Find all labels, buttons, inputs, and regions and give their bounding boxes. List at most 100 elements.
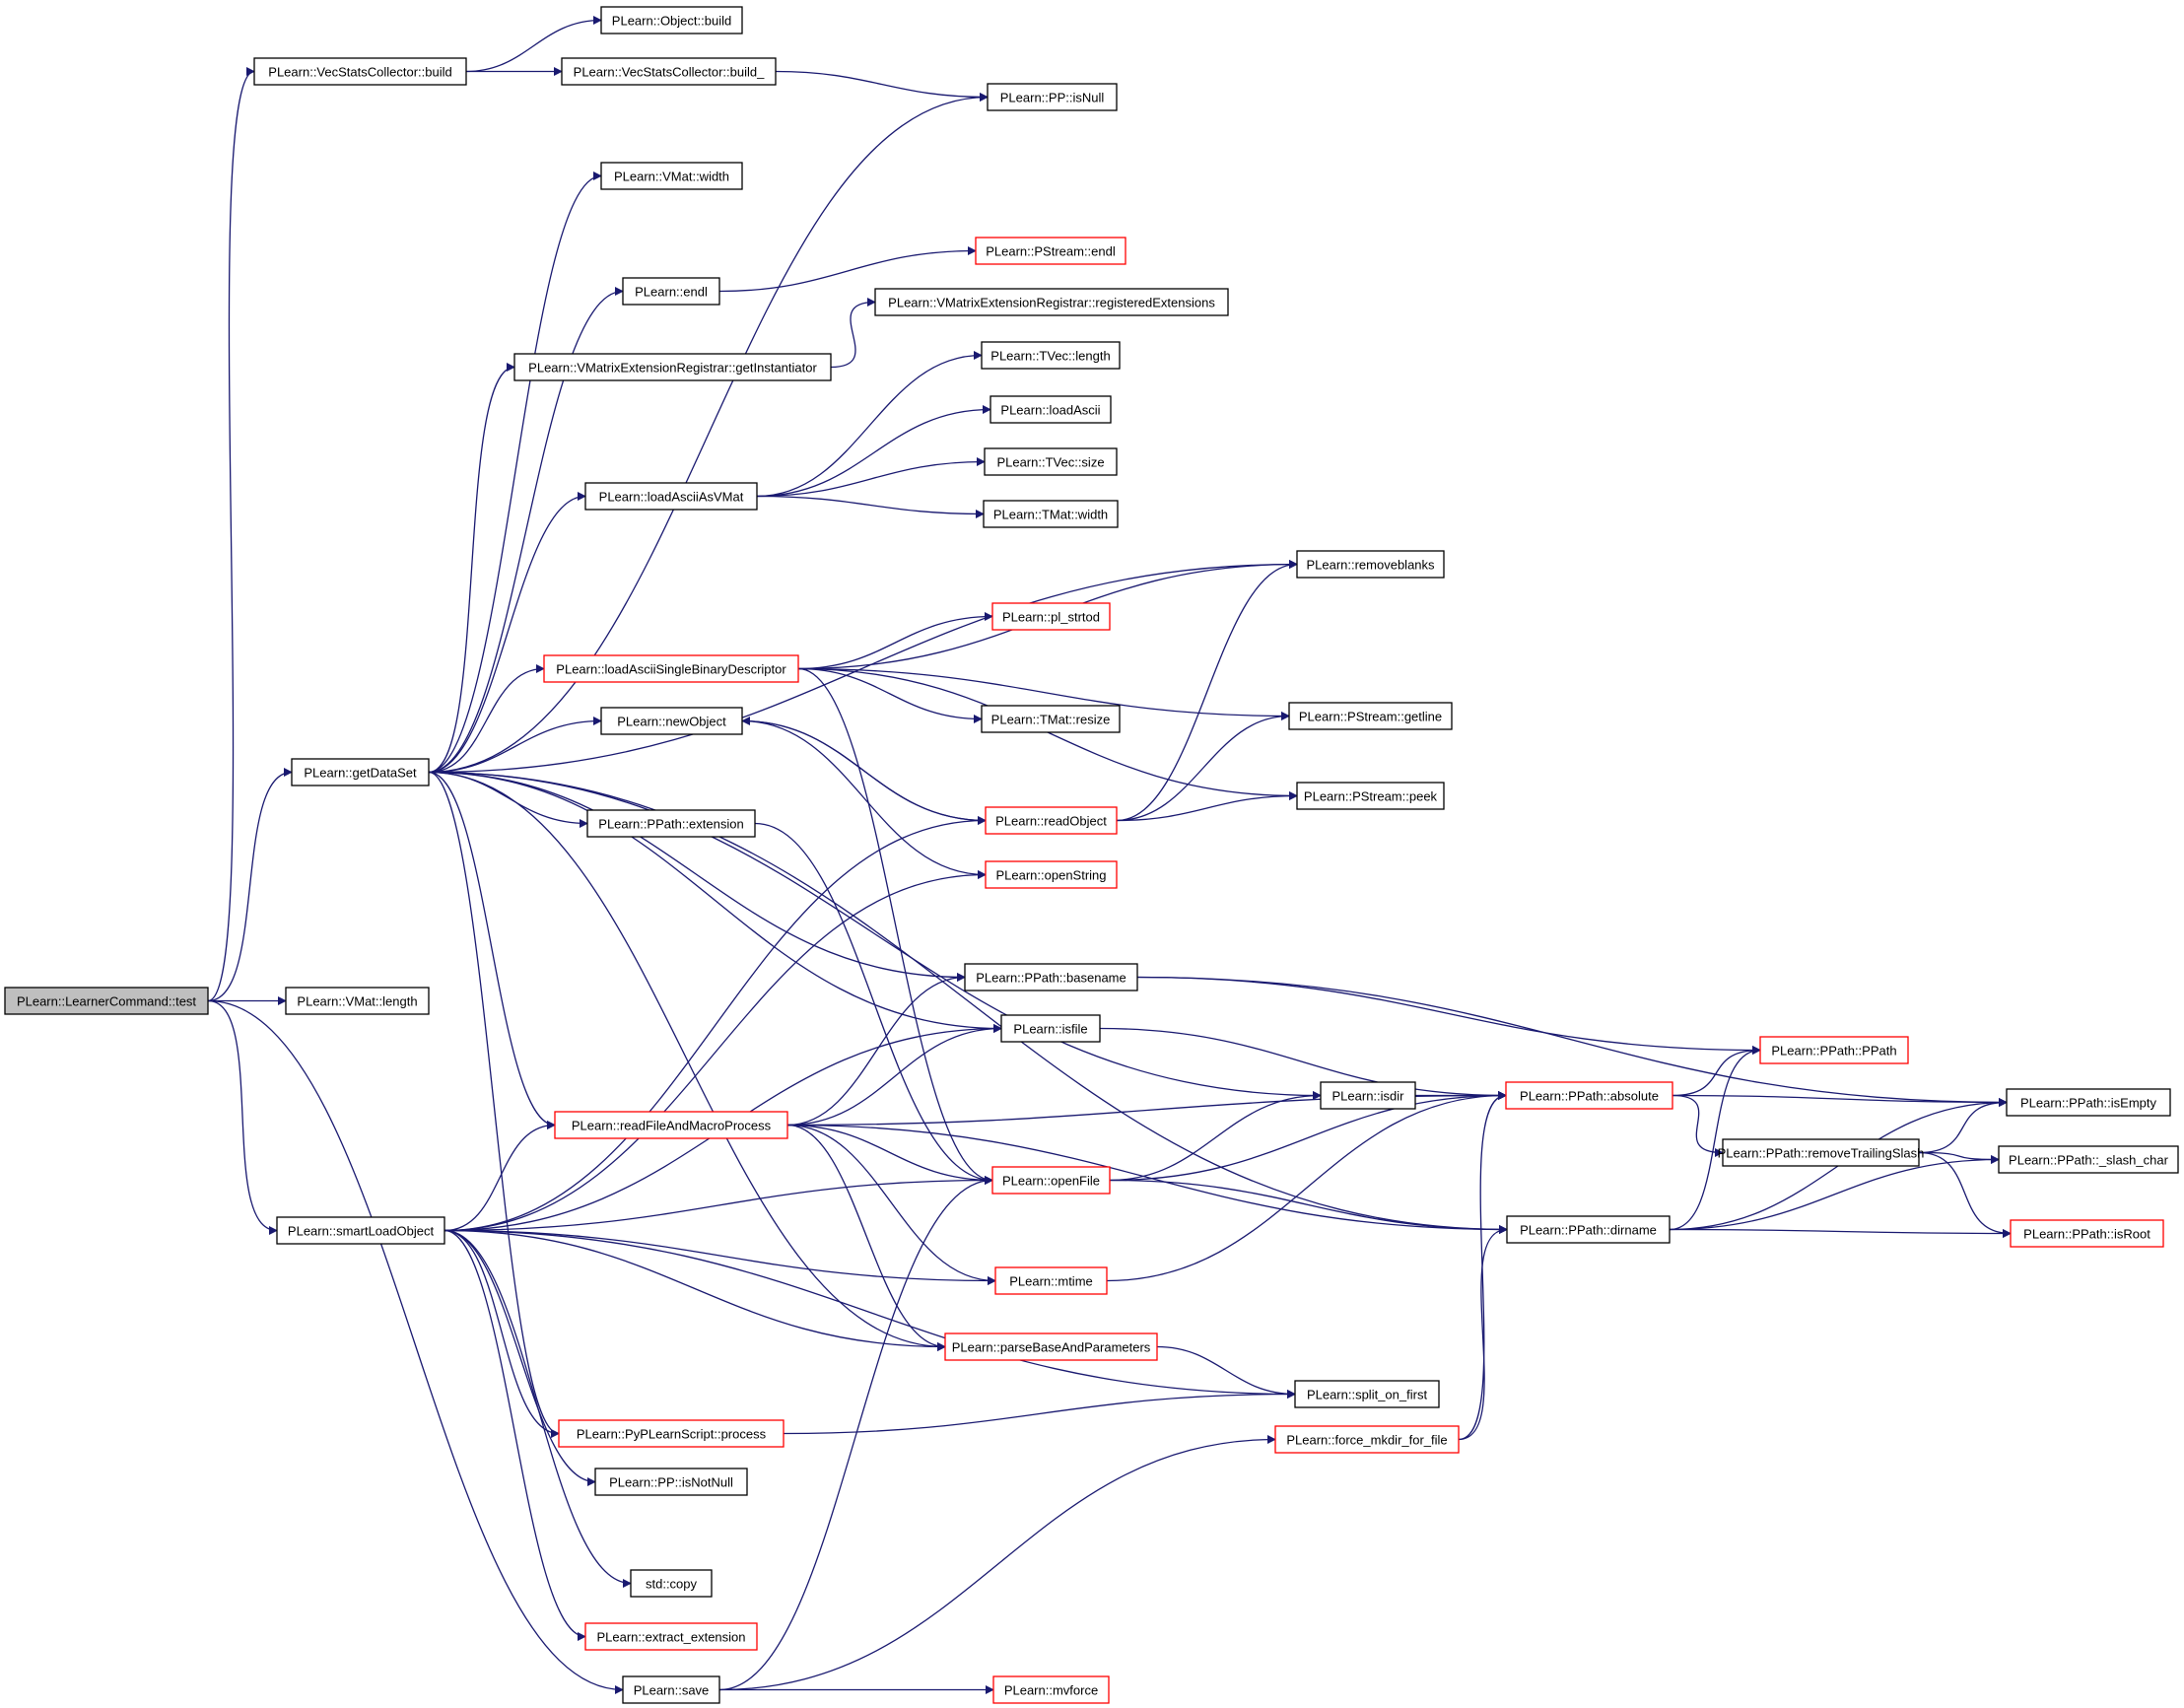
function-node-n49[interactable]: PLearn::mvforce	[992, 1675, 1110, 1704]
function-node-n16[interactable]: PLearn::loadAsciiAsVMat	[584, 482, 758, 511]
edge	[428, 492, 586, 774]
function-node-n7[interactable]: PLearn::VecStatsCollector::build_	[561, 57, 777, 86]
function-node-n47[interactable]: std::copy	[630, 1569, 713, 1598]
function-node-n5[interactable]: PLearn::save	[622, 1675, 720, 1704]
call-edge-n2-to-n45	[428, 771, 560, 1438]
function-node-n39[interactable]: PLearn::PPath::dirname	[1506, 1215, 1671, 1244]
function-node-n13[interactable]: PLearn::VMatrixExtensionRegistrar::getIn…	[513, 353, 832, 381]
function-node-n2[interactable]: PLearn::getDataSet	[291, 758, 430, 786]
function-node-n35[interactable]: PLearn::PPath::absolute	[1505, 1081, 1673, 1110]
node-label: PLearn::TVec::size	[996, 455, 1104, 470]
node-label: PLearn::readFileAndMacroProcess	[572, 1119, 772, 1133]
call-edge-n0-to-n2	[207, 768, 293, 1002]
function-node-n18[interactable]: PLearn::TMat::width	[983, 500, 1119, 528]
node-box	[983, 500, 1119, 528]
function-node-n20[interactable]: PLearn::pl_strtod	[991, 602, 1111, 631]
function-node-n25[interactable]: PLearn::PStream::peek	[1296, 782, 1445, 810]
edge	[428, 287, 624, 774]
function-node-n27[interactable]: PLearn::PPath::extension	[586, 809, 756, 838]
call-edge-n2-to-n13	[428, 363, 515, 774]
function-node-n0[interactable]: PLearn::LearnerCommand::test	[4, 987, 209, 1015]
call-edge-n27-to-n38	[754, 822, 993, 1185]
function-node-n10[interactable]: PLearn::endl	[622, 277, 720, 306]
function-node-n40[interactable]: PLearn::PPath::isRoot	[2010, 1219, 2164, 1248]
function-node-n14[interactable]: PLearn::TVec::length	[981, 341, 1121, 370]
node-box	[561, 57, 777, 86]
function-node-n31[interactable]: PLearn::PPath::PPath	[1759, 1036, 1909, 1064]
function-node-n38[interactable]: PLearn::openFile	[991, 1166, 1111, 1195]
call-edge-n2-to-n19	[428, 560, 1298, 774]
function-node-n45[interactable]: PLearn::PyPLearnScript::process	[558, 1419, 785, 1448]
function-node-n44[interactable]: PLearn::force_mkdir_for_file	[1274, 1425, 1460, 1454]
node-box	[513, 353, 832, 381]
node-label: PLearn::split_on_first	[1307, 1388, 1428, 1402]
function-node-n11[interactable]: PLearn::PStream::endl	[975, 237, 1126, 265]
node-box	[991, 1166, 1111, 1195]
edge	[444, 1176, 993, 1232]
call-edge-n26-to-n19	[1116, 560, 1298, 822]
function-node-n8[interactable]: PLearn::PP::isNull	[987, 83, 1118, 111]
call-edge-n16-to-n18	[756, 495, 985, 518]
call-edge-n33-to-n38	[786, 1124, 993, 1185]
function-node-n34[interactable]: PLearn::isdir	[1320, 1081, 1416, 1110]
function-node-n33[interactable]: PLearn::readFileAndMacroProcess	[554, 1111, 788, 1139]
function-node-n48[interactable]: PLearn::extract_extension	[584, 1622, 758, 1651]
node-box	[985, 860, 1118, 889]
function-node-n24[interactable]: PLearn::newObject	[600, 707, 743, 735]
call-edge-n2-to-n39	[428, 771, 1508, 1234]
function-node-n42[interactable]: PLearn::parseBaseAndParameters	[944, 1332, 1158, 1361]
edge	[756, 495, 985, 518]
node-box	[594, 1468, 748, 1496]
function-node-n15[interactable]: PLearn::loadAscii	[990, 395, 1112, 424]
function-node-n32[interactable]: PLearn::PPath::isEmpty	[2006, 1088, 2171, 1117]
node-label: PLearn::newObject	[617, 715, 726, 729]
node-box	[1722, 1138, 1920, 1167]
node-label: PLearn::extract_extension	[596, 1630, 745, 1645]
edge	[1669, 1046, 1761, 1231]
edge	[718, 246, 977, 293]
edge	[830, 298, 876, 369]
call-edge-n4-to-n38	[444, 1176, 993, 1232]
node-label: PLearn::PPath::removeTrailingSlash	[1718, 1146, 1925, 1161]
function-node-n9[interactable]: PLearn::VMat::width	[600, 162, 743, 190]
function-node-n26[interactable]: PLearn::readObject	[985, 806, 1118, 835]
edge	[444, 1229, 596, 1486]
node-box	[1274, 1425, 1460, 1454]
function-node-n41[interactable]: PLearn::mtime	[994, 1266, 1108, 1295]
node-box	[1505, 1081, 1673, 1110]
function-node-n19[interactable]: PLearn::removeblanks	[1296, 550, 1445, 579]
node-box	[991, 602, 1111, 631]
call-edge-n39-to-n40	[1669, 1228, 2012, 1238]
function-node-n29[interactable]: PLearn::PPath::basename	[964, 963, 1138, 991]
function-node-n17[interactable]: PLearn::TVec::size	[984, 447, 1118, 476]
function-node-n3[interactable]: PLearn::VMat::length	[285, 987, 430, 1015]
function-node-n43[interactable]: PLearn::split_on_first	[1294, 1380, 1440, 1408]
function-node-n22[interactable]: PLearn::TMat::resize	[981, 705, 1121, 733]
function-node-n23[interactable]: PLearn::PStream::getline	[1288, 702, 1453, 730]
edge	[444, 870, 987, 1232]
function-node-n6[interactable]: PLearn::Object::build	[600, 6, 743, 34]
call-edge-n44-to-n39	[1458, 1225, 1508, 1441]
edge	[207, 999, 278, 1235]
function-node-n4[interactable]: PLearn::smartLoadObject	[276, 1216, 445, 1245]
node-box	[1296, 550, 1445, 579]
function-node-n36[interactable]: PLearn::PPath::removeTrailingSlash	[1718, 1138, 1925, 1167]
node-box	[622, 1675, 720, 1704]
call-edge-n39-to-n37	[1669, 1155, 2000, 1231]
node-label: PLearn::VecStatsCollector::build	[268, 65, 451, 80]
call-edge-n4-to-n43	[444, 1229, 1296, 1399]
edge	[797, 667, 983, 723]
call-edge-n26-to-n23	[1116, 712, 1290, 822]
call-edge-n2-to-n29	[428, 771, 966, 982]
function-node-n28[interactable]: PLearn::openString	[985, 860, 1118, 889]
node-label: PLearn::removeblanks	[1306, 558, 1435, 573]
function-node-n1[interactable]: PLearn::VecStatsCollector::build	[253, 57, 467, 86]
function-node-n21[interactable]: PLearn::loadAsciiSingleBinaryDescriptor	[543, 654, 799, 683]
function-node-n37[interactable]: PLearn::PPath::_slash_char	[1998, 1145, 2179, 1174]
node-label: std::copy	[646, 1577, 698, 1592]
function-node-n46[interactable]: PLearn::PP::isNotNull	[594, 1468, 748, 1496]
function-node-n30[interactable]: PLearn::isfile	[1000, 1014, 1101, 1043]
edge	[756, 405, 991, 498]
function-node-n12[interactable]: PLearn::VMatrixExtensionRegistrar::regis…	[874, 288, 1229, 316]
node-layer: PLearn::LearnerCommand::test PLearn::VecS…	[4, 6, 2179, 1704]
